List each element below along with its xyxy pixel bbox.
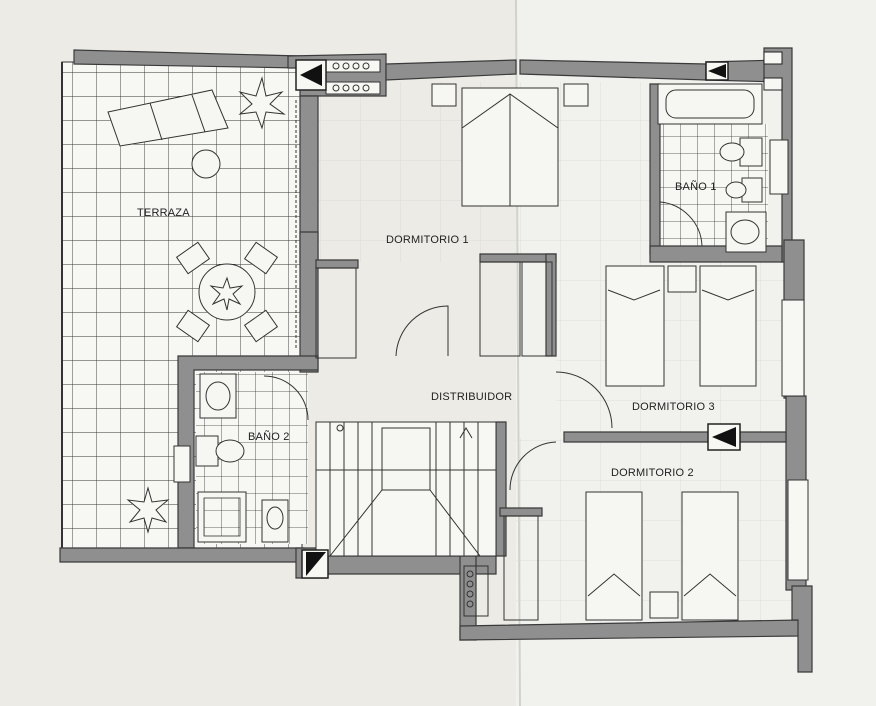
sun-lounger bbox=[107, 89, 229, 147]
label-dormitorio-2: DORMITORIO 2 bbox=[611, 467, 694, 479]
side-table bbox=[191, 149, 221, 179]
shower-tray bbox=[197, 491, 247, 543]
wardrobe bbox=[315, 261, 553, 359]
arrow-markers bbox=[295, 51, 783, 579]
stairs bbox=[315, 421, 497, 557]
double-bed bbox=[431, 83, 589, 207]
label-dormitorio-3: DORMITORIO 3 bbox=[632, 401, 715, 413]
bathtub bbox=[657, 83, 763, 125]
plant-star-icon bbox=[126, 76, 286, 534]
twin-beds-3 bbox=[605, 265, 757, 387]
dining-table bbox=[175, 241, 279, 343]
bano2-fixtures bbox=[195, 373, 289, 543]
label-distribuidor: DISTRIBUIDOR bbox=[431, 391, 512, 403]
label-bano-2: BAÑO 2 bbox=[248, 430, 290, 443]
label-terraza: TERRAZA bbox=[137, 207, 190, 219]
twin-beds-2 bbox=[503, 491, 739, 621]
bano1-fixtures bbox=[719, 137, 767, 253]
label-bano-1: BAÑO 1 bbox=[675, 180, 717, 193]
label-dormitorio-1: DORMITORIO 1 bbox=[386, 234, 469, 246]
